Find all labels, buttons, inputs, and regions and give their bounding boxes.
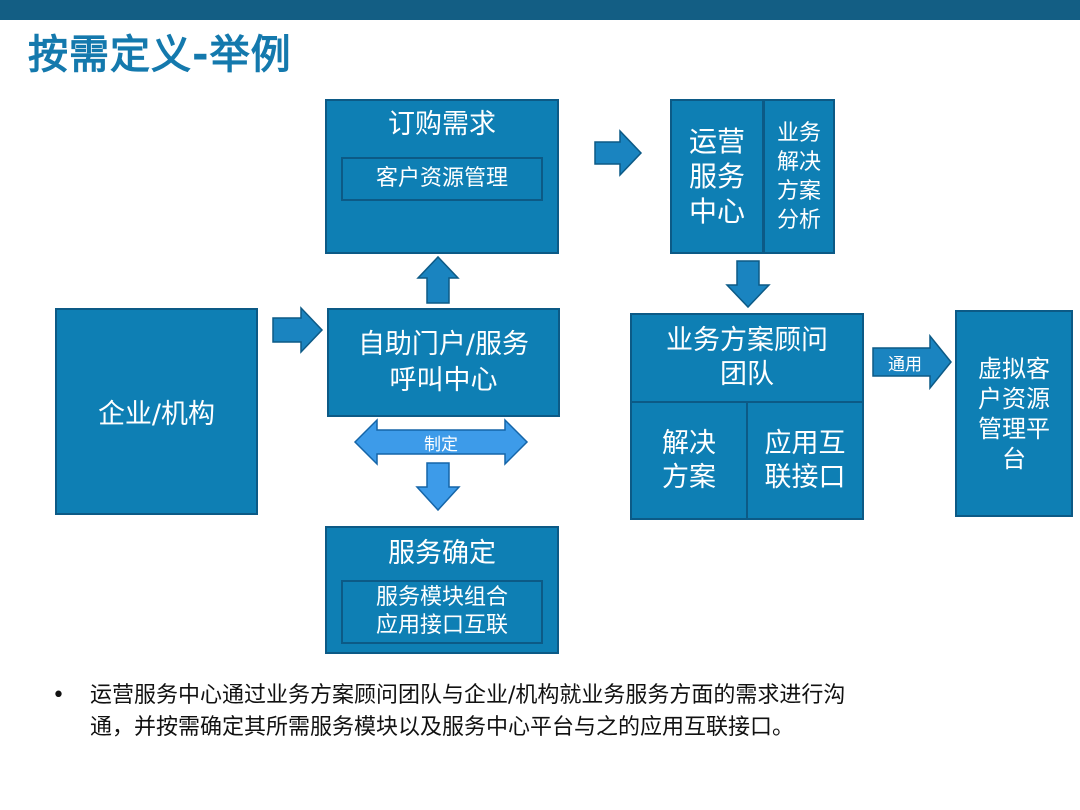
self-portal-box: 自助门户/服务 呼叫中心 [327, 308, 560, 417]
service-module-line1: 服务模块组合 [375, 585, 508, 610]
virtual-line4: 台 [1002, 444, 1026, 473]
biz-analysis-line4: 分析 [776, 207, 821, 233]
biz-analysis-line2: 解决 [776, 149, 821, 175]
arrow-right-enterprise [272, 306, 324, 354]
app-interconnect-box: 应用互 联接口 [746, 401, 864, 520]
double-arrow-define [353, 418, 529, 466]
arrow-up-order [416, 255, 460, 304]
arrow-down-consult [725, 260, 771, 309]
virtual-line1: 虚拟客 [978, 354, 1050, 383]
ops-center-box: 运营 服务 中心 [670, 99, 764, 254]
header-bar [0, 0, 1080, 20]
order-demand-box: 订购需求 客户资源管理 [325, 99, 559, 254]
arrow-down-service [415, 462, 461, 512]
bullet-marker: • [52, 683, 65, 708]
arrow-right-ops [594, 129, 643, 177]
service-module-line2: 应用接口互联 [375, 613, 508, 638]
order-demand-title: 订购需求 [388, 109, 496, 140]
biz-analysis-line1: 业务 [776, 120, 821, 146]
app-interconnect-line2: 联接口 [764, 461, 846, 493]
consult-line1: 业务方案顾问 [666, 325, 828, 356]
virtual-platform-box: 虚拟客 户资源 管理平 台 [955, 310, 1073, 517]
customer-mgmt-label: 客户资源管理 [375, 166, 508, 191]
customer-mgmt-box: 客户资源管理 [341, 157, 543, 201]
ops-line2: 服务 [688, 160, 745, 193]
consult-line2: 团队 [720, 359, 774, 390]
solution-line1: 解决 [662, 427, 716, 459]
define-label: 制定 [424, 434, 458, 455]
bullet-line1: 运营服务中心通过业务方案顾问团队与企业/机构就业务服务方面的需求进行沟 [90, 683, 846, 708]
ops-line1: 运营 [688, 125, 745, 158]
solution-line2: 方案 [662, 461, 716, 493]
bullet-line2: 通，并按需确定其所需服务模块以及服务中心平台与之的应用互联接口。 [90, 715, 795, 740]
enterprise-label: 企业/机构 [97, 399, 216, 430]
ops-line3: 中心 [688, 195, 745, 228]
biz-analysis-box: 业务 解决 方案 分析 [763, 99, 835, 254]
enterprise-box: 企业/机构 [55, 308, 258, 515]
self-portal-line2: 呼叫中心 [389, 364, 498, 396]
self-portal-line1: 自助门户/服务 [357, 328, 530, 360]
virtual-line3: 管理平 [978, 414, 1050, 443]
service-confirm-title: 服务确定 [388, 538, 496, 569]
biz-analysis-line3: 方案 [776, 178, 821, 204]
general-label: 通用 [888, 354, 922, 375]
app-interconnect-line1: 应用互 [764, 427, 846, 459]
consult-team-box: 业务方案顾问 团队 [630, 313, 864, 403]
bullet-paragraph: 运营服务中心通过业务方案顾问团队与企业/机构就业务服务方面的需求进行沟 通，并按… [90, 680, 990, 744]
virtual-line2: 户资源 [978, 384, 1050, 413]
service-confirm-box: 服务确定 服务模块组合 应用接口互联 [325, 526, 559, 654]
page-title: 按需定义-举例 [28, 32, 292, 78]
arrow-right-virtual [872, 333, 952, 391]
service-module-box: 服务模块组合 应用接口互联 [341, 580, 543, 644]
solution-box: 解决 方案 [630, 401, 748, 520]
